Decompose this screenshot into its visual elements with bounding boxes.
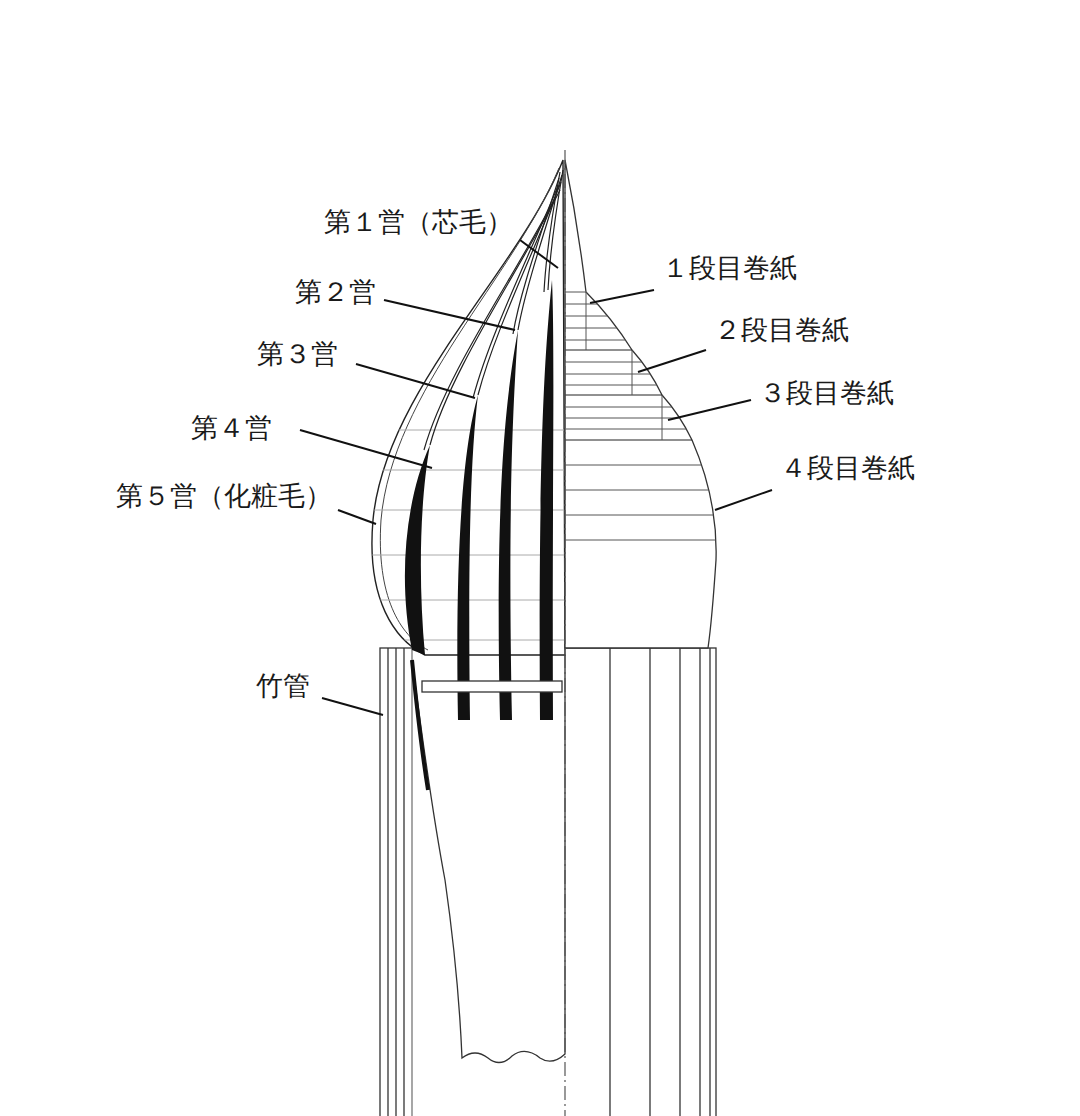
part-label: 第１営（芯毛） [322,206,515,238]
tube-line [411,648,412,1116]
tube-line [395,648,396,1116]
leader-line [590,290,654,303]
leader-line [520,240,558,268]
paper-edge [632,350,633,395]
paper-edge [586,292,587,350]
leader-line [668,400,751,420]
wrap-paper-label: ２段目巻紙 [712,314,851,346]
paper-edge [662,395,663,440]
tube-line [387,648,388,1116]
part-label: 第５営（化粧毛） [114,480,334,512]
binding-thread [422,681,562,692]
part-label: 竹管 [254,670,312,702]
leader-line [338,510,376,524]
part-label: 第３営 [255,338,340,370]
hair-root-edge [412,660,428,790]
wrap-papers [565,160,720,648]
leader-lines [300,240,772,715]
part-label: 第２営 [293,276,378,308]
leader-line [300,430,432,468]
wrap-paper-label: ４段目巻紙 [778,452,917,484]
tube-line [403,648,404,1116]
paper-outline [565,160,716,648]
tube-line [649,648,650,1116]
part-label: 第４営 [189,412,274,444]
paper-lines [565,292,720,540]
tube-line [679,648,680,1116]
hair-layers [370,160,565,720]
leader-line [715,490,772,510]
center-axis [564,150,565,1116]
wrap-paper-label: １段目巻紙 [660,252,799,284]
leader-line [322,698,383,715]
tube-line [609,648,610,1116]
tube-line [709,648,710,1116]
wrap-paper-label: ３段目巻紙 [757,377,896,409]
layer-cores [405,280,553,720]
leader-line [356,364,475,398]
leader-line [638,350,706,372]
leader-line [384,300,515,330]
tube-line [699,648,700,1116]
